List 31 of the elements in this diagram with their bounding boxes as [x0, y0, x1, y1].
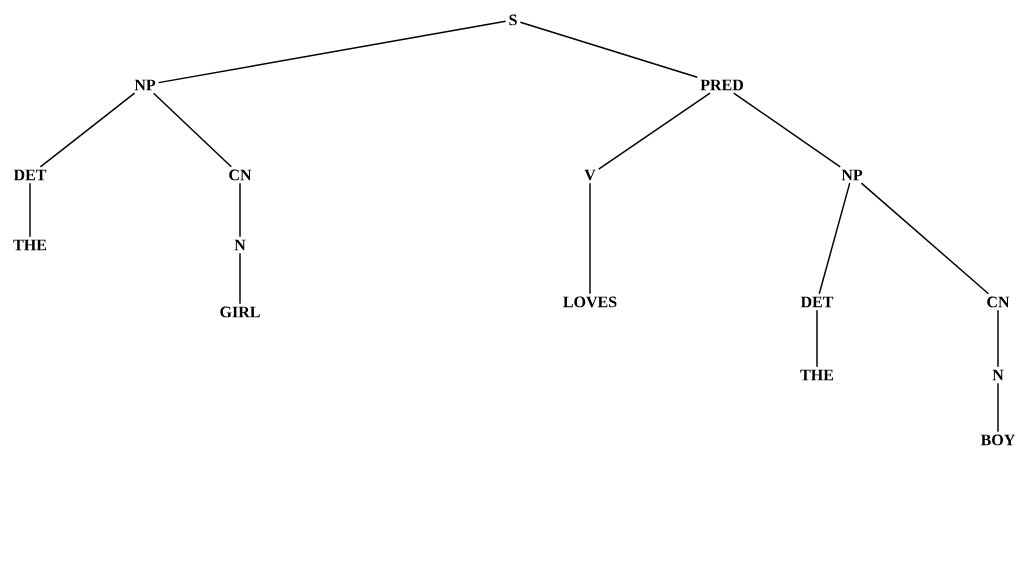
tree-label: N [234, 239, 246, 251]
tree-branch [157, 20, 507, 84]
tree-branch [997, 309, 999, 368]
tree-branch [39, 92, 136, 168]
tree-branch [239, 182, 241, 238]
tree-branch [818, 182, 851, 295]
tree-label: BOY [980, 434, 1016, 446]
tree-branch [816, 309, 818, 368]
tree-label: LOVES [563, 296, 617, 308]
tree-label: NP [134, 79, 156, 91]
tree-label: N [992, 369, 1004, 381]
tree-branch [519, 21, 699, 79]
tree-branch [152, 92, 232, 168]
tree-label: S [509, 14, 517, 26]
tree-label: V [584, 169, 596, 181]
tree-branch [597, 92, 711, 170]
tree-label: THE [800, 369, 834, 381]
tree-label: DET [800, 296, 834, 308]
tree-branch [589, 182, 591, 295]
tree-label: PRED [700, 79, 743, 91]
tree-branch [733, 92, 841, 168]
tree-label: NP [841, 169, 863, 181]
tree-branch [239, 252, 241, 305]
tree-branch [997, 382, 999, 433]
tree-label: CN [229, 169, 252, 181]
tree-branch [860, 182, 990, 295]
tree-branch [29, 182, 31, 238]
tree-label: GIRL [220, 306, 260, 318]
tree-label: DET [13, 169, 47, 181]
tree-label: THE [13, 239, 47, 251]
tree-label: CN [987, 296, 1010, 308]
